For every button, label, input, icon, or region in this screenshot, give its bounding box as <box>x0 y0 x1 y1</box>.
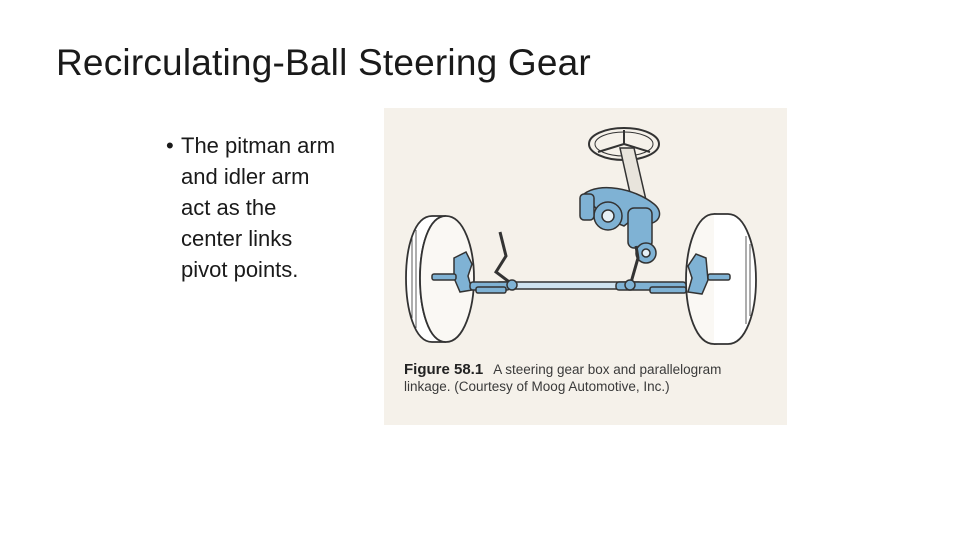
steering-figure: Figure 58.1 A steering gear box and paral… <box>384 108 787 425</box>
steering-gear-box <box>579 186 661 264</box>
left-knuckle <box>431 250 473 293</box>
center-link <box>469 279 687 294</box>
pitman-arm <box>628 245 640 287</box>
idler-arm <box>493 231 513 286</box>
right-knuckle <box>687 253 731 295</box>
caption-line-1: A steering gear box and parallelogram <box>493 362 722 377</box>
steering-linkage-illustration <box>405 127 757 345</box>
figure-number: Figure 58.1 <box>404 361 484 378</box>
caption-line-2: linkage. (Courtesy of Moog Automotive, I… <box>404 379 670 394</box>
slide-title: Recirculating-Ball Steering Gear <box>56 42 591 83</box>
bullet-item: The pitman arm and idler arm act as the … <box>181 133 336 282</box>
bullet-dot: • <box>166 133 174 158</box>
bullet-list: • The pitman arm and idler arm act as th… <box>166 130 336 285</box>
figure-caption: Figure 58.1 A steering gear box and paral… <box>404 361 779 395</box>
